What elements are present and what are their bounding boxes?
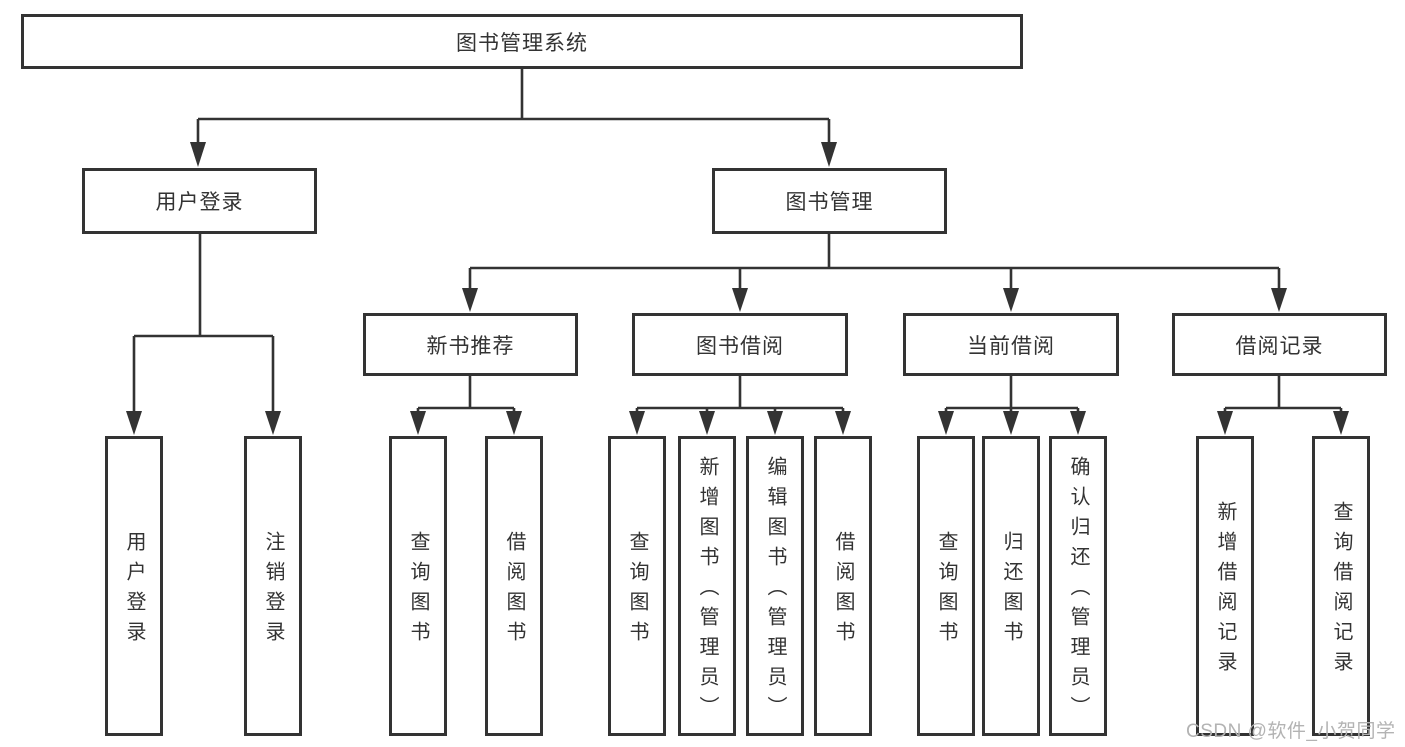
node-book-borrow-label: 图书借阅 [696,334,784,358]
node-new-book-recommend-label: 新书推荐 [426,334,515,358]
leaf-query-books-recommend-label: 查询图书 [407,531,429,651]
arrowhead [938,411,954,435]
arrowhead [462,288,478,312]
arrowhead [1070,411,1086,435]
node-book-management: 图书管理 [712,168,947,234]
arrowhead [699,411,715,435]
node-user-login-label: 用户登录 [155,191,244,214]
leaf-edit-book-admin-label: 编辑图书（管理员） [764,456,786,726]
leaf-add-borrow-record: 新增借阅记录 [1196,436,1254,736]
node-book-management-label: 图书管理 [785,191,874,214]
leaf-query-books-current: 查询图书 [917,436,975,736]
leaf-confirm-return-admin: 确认归还（管理员） [1049,436,1107,736]
connector-recommend [416,376,516,414]
arrowhead [629,411,645,435]
node-borrow-records-label: 借阅记录 [1235,334,1324,358]
node-root-label: 图书管理系统 [456,31,588,55]
connector-login [132,234,275,413]
arrowhead [126,411,142,435]
leaf-return-book-label: 归还图书 [1000,531,1022,651]
leaf-borrow-books-recommend-label: 借阅图书 [503,531,525,651]
leaf-borrow-books-recommend: 借阅图书 [485,436,543,736]
leaf-logout-label: 注销登录 [262,531,284,651]
arrowhead [1271,288,1287,312]
leaf-edit-book-admin: 编辑图书（管理员） [746,436,804,736]
leaf-logout: 注销登录 [244,436,302,736]
leaf-add-book-admin: 新增图书（管理员） [678,436,736,736]
node-borrow-records: 借阅记录 [1172,313,1387,376]
arrowhead [1003,288,1019,312]
leaf-add-book-admin-label: 新增图书（管理员） [696,456,718,726]
leaf-add-borrow-record-label: 新增借阅记录 [1214,501,1236,681]
leaf-query-borrow-record: 查询借阅记录 [1312,436,1370,736]
leaf-borrow-books: 借阅图书 [814,436,872,736]
arrowhead [506,411,522,435]
arrowhead [410,411,426,435]
leaf-borrow-books-label: 借阅图书 [832,531,854,651]
leaf-query-borrow-record-label: 查询借阅记录 [1330,501,1352,681]
connector-current [944,376,1080,414]
node-current-borrow-label: 当前借阅 [967,334,1055,358]
connector-borrow [635,376,845,414]
connector-records [1223,376,1343,414]
leaf-user-login-label: 用户登录 [123,531,145,651]
node-current-borrow: 当前借阅 [903,313,1119,376]
node-new-book-recommend: 新书推荐 [363,313,578,376]
arrowhead [767,411,783,435]
leaf-query-books-recommend: 查询图书 [389,436,447,736]
leaf-query-books-current-label: 查询图书 [935,531,957,651]
leaf-confirm-return-admin-label: 确认归还（管理员） [1067,456,1089,726]
connector-root [196,69,831,146]
node-root: 图书管理系统 [21,14,1023,69]
arrowhead [821,142,837,167]
arrowhead [1217,411,1233,435]
leaf-return-book: 归还图书 [982,436,1040,736]
leaf-user-login: 用户登录 [105,436,163,736]
arrowhead [732,288,748,312]
arrowhead [835,411,851,435]
node-user-login: 用户登录 [82,168,317,234]
leaf-query-books-borrow-label: 查询图书 [626,531,648,651]
arrowhead [1003,411,1019,435]
arrowhead [1333,411,1349,435]
watermark: CSDN @软件_小贺同学 [1186,721,1396,742]
node-book-borrow: 图书借阅 [632,313,848,376]
connector-management [468,234,1281,290]
arrowhead [265,411,281,435]
arrowhead [190,142,206,167]
leaf-query-books-borrow: 查询图书 [608,436,666,736]
